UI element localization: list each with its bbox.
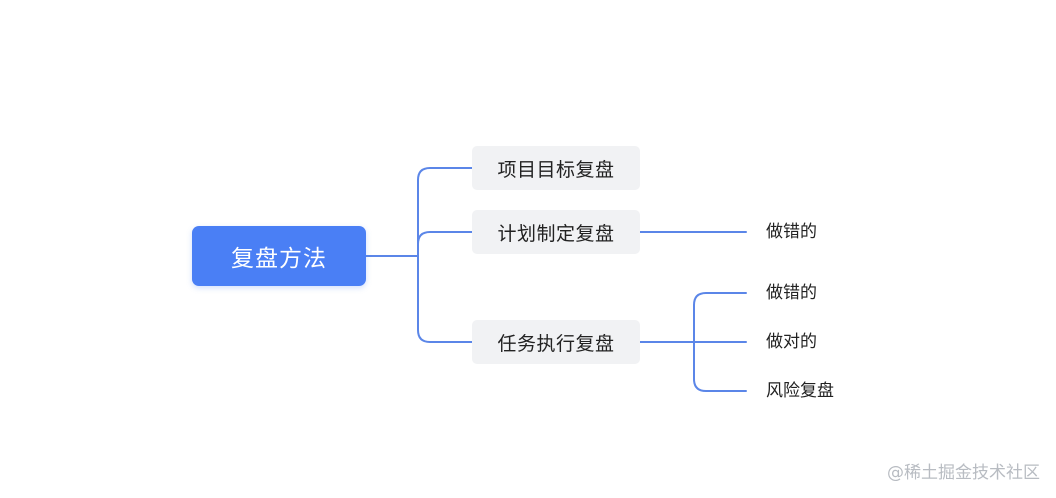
leaf-node-task-mistakes[interactable]: 做错的 — [766, 281, 817, 305]
leaf-node-risk-review[interactable]: 风险复盘 — [766, 379, 834, 403]
leaf-node-label: 风险复盘 — [766, 381, 834, 401]
connector-branch-3-to-leaf-1 — [693, 292, 747, 343]
branch-node-label: 任务执行复盘 — [497, 332, 615, 355]
connector-root-to-branch-1 — [417, 167, 473, 257]
root-node-label: 复盘方法 — [231, 246, 327, 272]
leaf-node-label: 做对的 — [766, 332, 817, 352]
branch-node-label: 计划制定复盘 — [497, 222, 615, 245]
leaf-node-label: 做错的 — [766, 222, 817, 242]
connector-branch-3-to-leaf-3 — [693, 341, 747, 392]
branch-node-project-goal-review[interactable]: 项目目标复盘 — [472, 146, 640, 190]
connector-root-to-branch-3 — [417, 255, 473, 343]
branch-node-plan-review[interactable]: 计划制定复盘 — [472, 210, 640, 254]
leaf-node-label: 做错的 — [766, 283, 817, 303]
root-node[interactable]: 复盘方法 — [192, 226, 366, 286]
watermark: @稀土掘金技术社区 — [887, 463, 1040, 483]
branch-node-label: 项目目标复盘 — [497, 158, 615, 181]
leaf-node-task-successes[interactable]: 做对的 — [766, 330, 817, 354]
connector-root-to-branch-2 — [417, 231, 473, 257]
branch-node-task-execution-review[interactable]: 任务执行复盘 — [472, 320, 640, 364]
leaf-node-plan-mistakes[interactable]: 做错的 — [766, 220, 817, 244]
